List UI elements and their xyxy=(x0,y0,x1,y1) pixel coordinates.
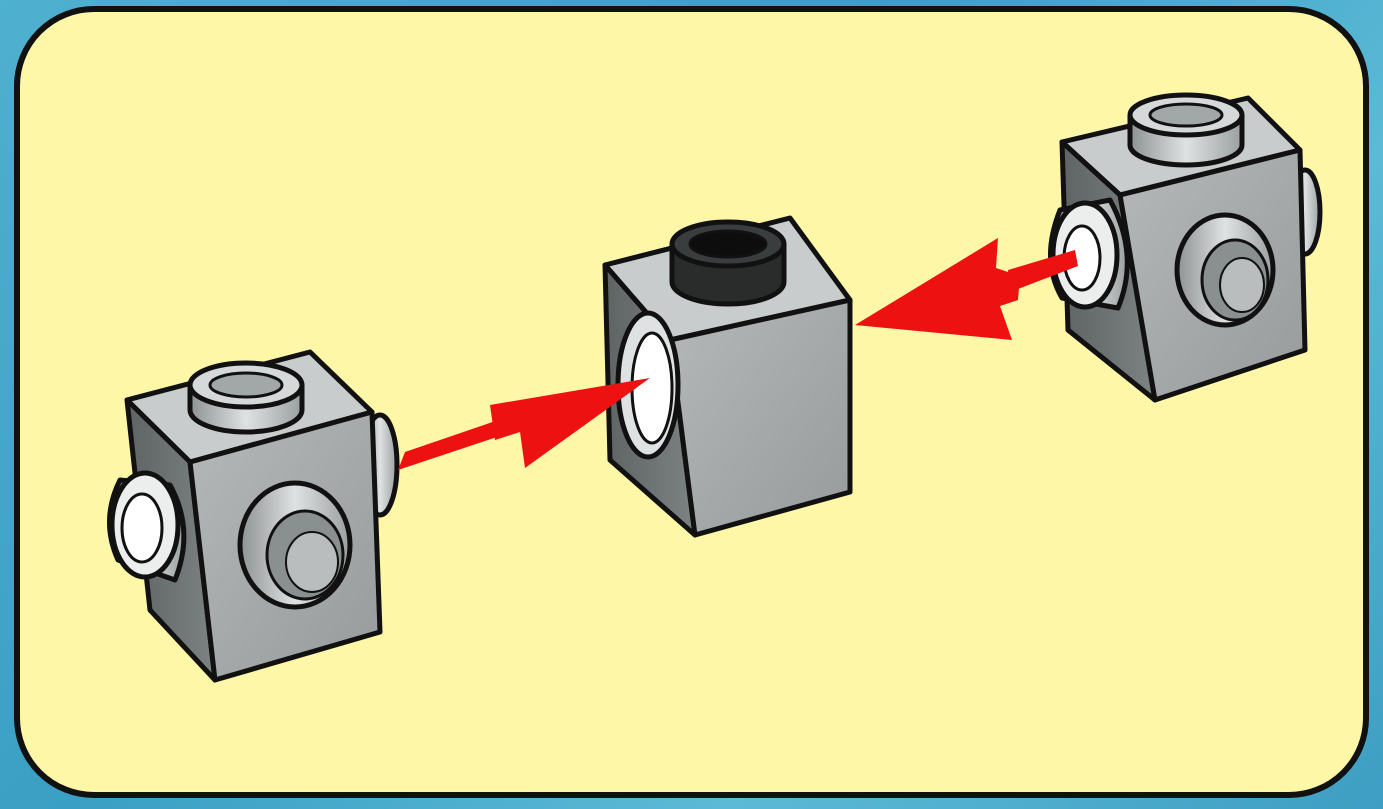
left-brick xyxy=(107,349,400,683)
center-brick xyxy=(602,215,853,538)
arrow-left-to-center xyxy=(398,378,650,470)
arrow-right-to-center xyxy=(855,238,1078,340)
right-brick xyxy=(1048,92,1323,403)
